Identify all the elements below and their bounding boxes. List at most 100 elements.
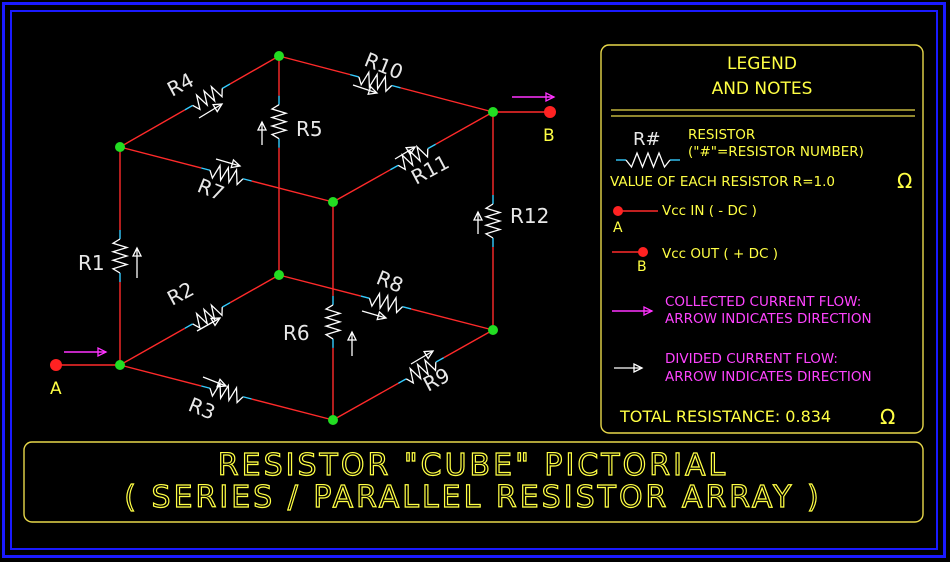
r8-lead [402,306,412,310]
legend-total: TOTAL RESISTANCE: 0.834 [619,407,831,426]
label-r2: R2 [163,277,198,311]
r9-lead [435,357,445,363]
title-panel [23,441,924,523]
r4-lead [221,83,231,90]
arrow-r5-head [256,120,268,131]
arrow-r10-head [367,85,379,96]
legend-vcc-in: Vcc IN ( - DC ) [662,203,757,219]
arrow-r7-head [230,158,242,169]
label-r3: R3 [185,392,219,424]
arrow-r2 [196,317,221,332]
legend-white-arrow-head [633,362,644,374]
node-n4 [328,197,338,207]
r2-lead [184,323,194,329]
r10-lead [391,84,401,89]
r9-zigzag [405,358,437,385]
r9-lead [397,378,407,384]
arrow-r3 [202,376,227,387]
cube-wires [56,55,550,421]
r5-zigzag [269,104,289,140]
terminal-b [544,106,556,118]
legend-panel [600,44,924,434]
label-r6: R6 [283,321,310,345]
r8-lead [360,295,370,299]
legend-resistor-line2: ("#"=RESISTOR NUMBER) [688,144,864,160]
legend-resistor-symbol [625,151,671,169]
arrow-r10 [352,84,378,94]
r8-zigzag [368,291,403,314]
arrow-r11-head [404,146,417,156]
arrow-r11 [394,146,416,160]
r3-lead [201,385,211,389]
arrow-r8-head [376,310,388,321]
label-r12: R12 [510,204,549,228]
inner-frame [10,10,938,550]
r4-zigzag [192,84,223,111]
node-n8 [328,415,338,425]
cube-nodes [50,51,556,425]
legend-ohm: Ω [897,169,912,193]
legend-divided-1: DIVIDED CURRENT FLOW: [665,351,838,367]
label-r8: R8 [373,265,407,297]
legend-symbol: R# [633,129,661,150]
legend-resistor-line1: RESISTOR [688,127,755,143]
terminal-label-a: A [50,379,62,399]
node-n6 [274,270,284,280]
arrow-out-head [545,91,556,103]
title-line-2: ( SERIES / PARALLEL RESISTOR ARRAY ) [124,480,821,515]
legend-total-ohm: Ω [880,405,895,429]
arrow-r4 [198,103,223,119]
arrow-r8 [361,310,387,319]
terminal-label-b: B [543,126,555,146]
legend-in-terminal [613,206,623,216]
r1-zigzag [110,238,130,274]
arrow-r12-head [472,210,484,221]
r4-lead [184,104,194,111]
node-n2 [274,51,284,61]
arrow-r7 [215,158,241,167]
arrow-in-head [97,346,108,358]
label-r4: R4 [163,68,198,102]
arrow-r6-head [346,330,358,341]
r11-lead [389,164,399,171]
legend-value: VALUE OF EACH RESISTOR R=1.0 [610,174,835,190]
r10-lead [349,73,360,78]
legend-label-b: B [637,259,647,275]
label-r7: R7 [194,173,228,205]
r12-zigzag [483,203,503,239]
r6-zigzag [323,304,343,340]
legend-magenta-arrow-head [643,305,654,317]
label-r1: R1 [78,251,105,275]
arrow-r9-head [422,350,435,360]
title-line-1: RESISTOR "CUBE" PICTORIAL [218,448,728,483]
node-n1 [115,142,125,152]
arrow-r3-head [216,378,228,388]
legend-collected-2: ARROW INDICATES DIRECTION [665,311,872,327]
legend-collected-1: COLLECTED CURRENT FLOW: [665,294,861,310]
node-n7 [488,325,498,335]
arrow-r9 [410,350,434,365]
current-arrows [64,84,680,388]
arrow-r2-head [209,317,222,327]
legend-title-1: LEGEND [727,54,797,74]
legend-divided-2: ARROW INDICATES DIRECTION [665,369,872,385]
r7-lead [201,167,211,171]
label-r5: R5 [296,117,323,141]
arrow-r1-head [131,246,143,257]
node-n3 [488,107,498,117]
r3-lead [242,396,252,400]
r2-lead [221,302,231,308]
r7-zigzag [209,163,244,186]
r7-lead [242,178,252,182]
node-n5 [115,360,125,370]
legend-label-a: A [613,220,623,236]
r3-zigzag [209,381,244,404]
r2-zigzag [192,303,223,330]
legend-vcc-out: Vcc OUT ( + DC ) [662,246,778,262]
legend-title-2: AND NOTES [712,79,813,99]
terminal-a [50,359,62,371]
legend-out-terminal [638,247,648,257]
arrow-r4-head [211,103,224,113]
